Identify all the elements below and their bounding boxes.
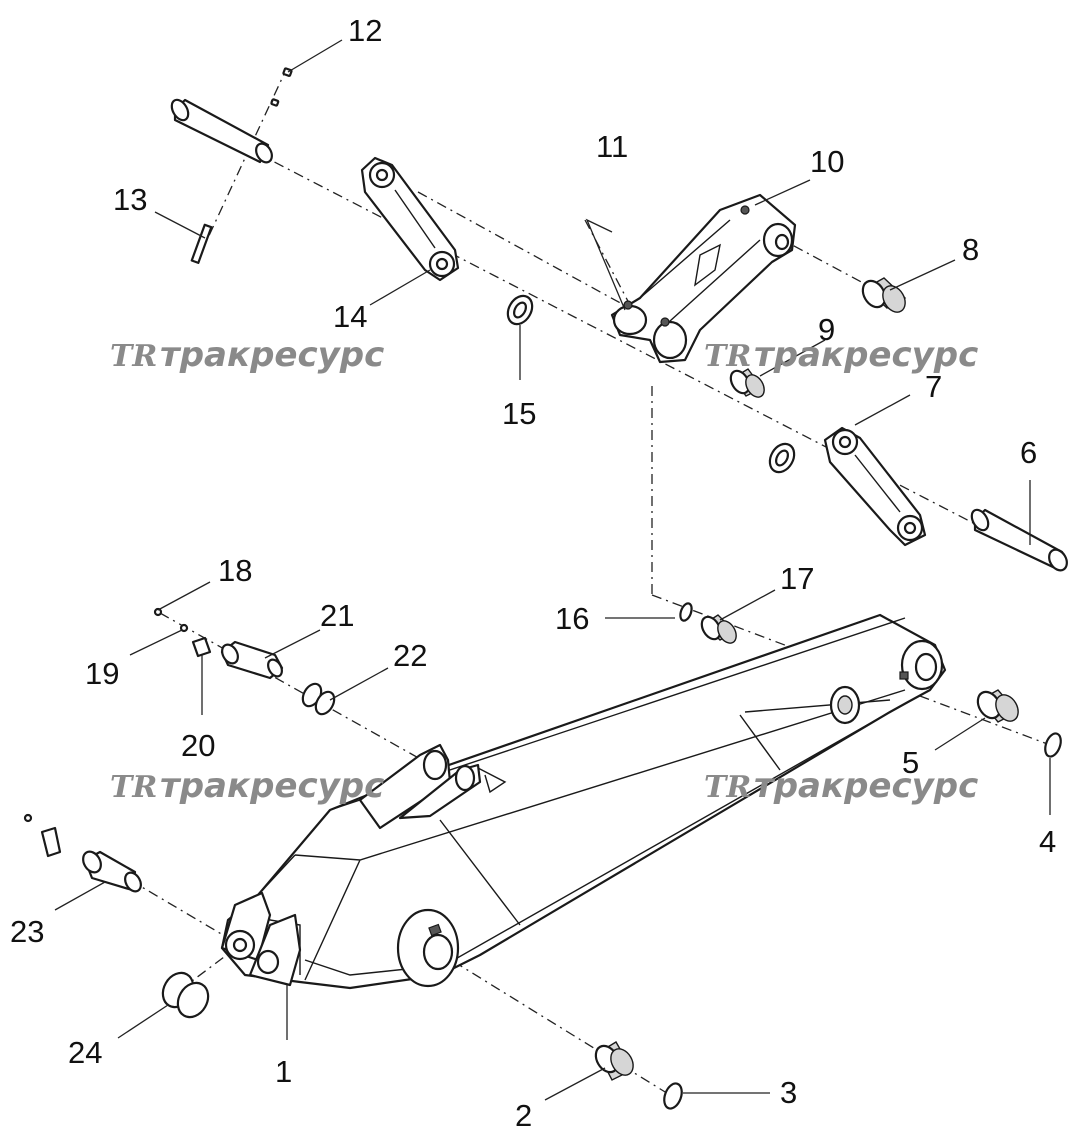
- watermark-logo: TR: [110, 770, 157, 805]
- ring-16: [679, 602, 693, 622]
- callout-21: 21: [320, 598, 354, 633]
- callout-14: 14: [333, 299, 367, 334]
- callout-10: 10: [810, 144, 844, 179]
- link-14: [360, 156, 460, 282]
- ring-3: [663, 1082, 683, 1110]
- callout-23: 23: [10, 914, 44, 949]
- bushing-17: [700, 614, 737, 644]
- callout-3: 3: [780, 1075, 797, 1110]
- pin-13: [170, 67, 293, 264]
- callout-24: 24: [68, 1035, 102, 1070]
- pin-6: [970, 508, 1068, 572]
- callout-6: 6: [1020, 435, 1037, 470]
- watermark-text: тракресурс: [754, 335, 978, 375]
- callout-15: 15: [502, 396, 536, 431]
- boom: [220, 613, 947, 990]
- pin-assembly-23: [23, 813, 210, 1019]
- watermark-1: TR тракресурс: [110, 335, 384, 375]
- bushing-5: [976, 689, 1019, 723]
- callout-20: 20: [181, 728, 215, 763]
- bushing-2: [594, 1041, 634, 1081]
- watermark-logo: TR: [110, 339, 157, 374]
- watermark-4: TR тракресурс: [704, 766, 978, 806]
- watermark-logo: TR: [704, 770, 751, 805]
- callout-13: 13: [113, 182, 147, 217]
- watermark-text: тракресурс: [754, 766, 978, 806]
- pin-assembly-21: [153, 607, 336, 716]
- callout-17: 17: [780, 561, 814, 596]
- callout-1: 1: [275, 1054, 292, 1089]
- watermark-2: TR тракресурс: [704, 335, 978, 375]
- callout-16: 16: [555, 601, 589, 636]
- callout-18: 18: [218, 553, 252, 588]
- callout-2: 2: [515, 1098, 532, 1133]
- callout-9: 9: [818, 312, 835, 347]
- callout-8: 8: [962, 232, 979, 267]
- callout-7: 7: [925, 369, 942, 404]
- callout-11: 11: [596, 129, 628, 164]
- callout-12: 12: [348, 13, 382, 48]
- ring-4: [1044, 732, 1062, 758]
- washer-15: [506, 294, 534, 326]
- bushing-8: [861, 277, 907, 313]
- link-7: [823, 426, 927, 547]
- link-yoke-10: [610, 193, 797, 364]
- watermark-3: TR тракресурс: [110, 766, 384, 806]
- bushing-9: [729, 368, 765, 398]
- washer: [768, 442, 796, 474]
- watermark-text: тракресурс: [160, 335, 384, 375]
- leader-lines: [54, 39, 1051, 1101]
- watermark-text: тракресурс: [160, 766, 384, 806]
- callout-5: 5: [902, 745, 919, 780]
- callout-22: 22: [393, 638, 427, 673]
- watermark-logo: TR: [704, 339, 751, 374]
- callout-19: 19: [85, 656, 119, 691]
- callout-4: 4: [1039, 824, 1056, 859]
- callout-labels: 1 2 3 4 5 6 7 8 9 10 11 12 13 14 15 16 1…: [10, 13, 1056, 1133]
